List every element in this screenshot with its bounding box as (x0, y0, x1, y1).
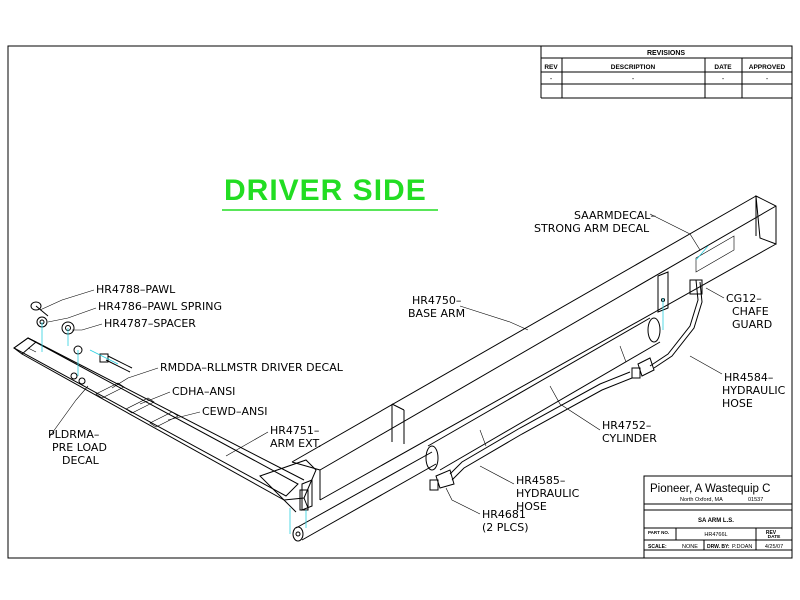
callout-hose-a-part: HR4584– (724, 371, 773, 384)
callout-cewd: CEWD–ANSI (202, 405, 267, 418)
callout-chafe-part: CG12– (726, 292, 762, 305)
rev-cell: - (550, 76, 553, 83)
approved-cell: - (766, 76, 769, 83)
hydraulic-hose-upper (631, 279, 703, 379)
date-header: DATE (714, 64, 732, 71)
description-header: DESCRIPTION (611, 64, 656, 71)
company-address: North Oxford, MA (680, 497, 723, 503)
drawing-date: 4/25/07 (765, 544, 783, 550)
callout-cdha: CDHA–ANSI (172, 385, 235, 398)
rev-label: REV (766, 530, 777, 536)
part-no-label: PART NO. (648, 530, 669, 535)
callout-chafe-guard: GUARD (732, 318, 772, 331)
drawn-by: P.DOAN (732, 544, 752, 550)
scale-label: SCALE: (648, 544, 667, 550)
callout-pawl-spring: HR4786–PAWL SPRING (98, 300, 222, 313)
view-title: DRIVER SIDE (224, 174, 427, 207)
part-number: HR4766L (704, 532, 727, 538)
callout-spacer: HR4787–SPACER (104, 317, 196, 330)
scale-value: NONE (682, 544, 698, 550)
arm-extension (13, 337, 305, 501)
callout-pawl: HR4788–PAWL (96, 283, 176, 296)
callout-cylinder-part: HR4752– (602, 419, 651, 432)
callout-cylinder-name: CYLINDER (602, 432, 657, 445)
company-name: Pioneer, A Wastequip C (650, 483, 770, 495)
date-cell: - (722, 76, 725, 83)
rev-header: REV (544, 64, 558, 71)
callout-base-arm-name: BASE ARM (408, 307, 465, 320)
callouts: HR4788–PAWL HR4786–PAWL SPRING HR4787–SP… (48, 209, 786, 534)
hydraulic-hose-lower (429, 371, 633, 491)
drawn-by-label: DRW. BY: (707, 544, 730, 550)
company-zip: 01537 (748, 497, 763, 503)
drawing-title: SA ARM L.S. (698, 518, 734, 524)
callout-preload-decal: DECAL (62, 454, 100, 467)
callout-fitting-part: HR4681 (482, 508, 526, 521)
callout-fitting-qty: (2 PLCS) (482, 521, 529, 534)
hydraulic-cylinder (292, 317, 661, 542)
callout-arm-ext-part: HR4751– (270, 424, 319, 437)
callout-strong-decal-part: SAARMDECAL– (574, 209, 656, 222)
callout-driver-decal: RMDDA–RLLMSTR DRIVER DECAL (160, 361, 344, 374)
mounting-brackets (301, 271, 669, 511)
callout-hose-b-part: HR4585– (516, 474, 565, 487)
approved-header: APPROVED (749, 64, 786, 71)
revisions-title: REVISIONS (647, 50, 685, 57)
revisions-block: REVISIONS REV DESCRIPTION DATE APPROVED … (540, 46, 792, 99)
callout-preload-name: PRE LOAD (52, 441, 107, 454)
corner-block (259, 459, 317, 513)
date-label: DATE (768, 534, 782, 540)
title-block: Pioneer, A Wastequip C North Oxford, MA … (643, 475, 793, 559)
leader-lines (39, 213, 725, 515)
base-arm (291, 195, 777, 501)
callout-chafe-name: CHAFE (732, 305, 769, 318)
callout-hose-a-hose: HOSE (722, 397, 753, 410)
description-cell: - (632, 76, 635, 83)
center-lines (41, 245, 709, 534)
drawing-border (7, 45, 793, 559)
callout-arm-ext-name: ARM EXT. (270, 437, 321, 450)
callout-strong-decal-name: STRONG ARM DECAL (534, 222, 650, 235)
callout-hose-b-name: HYDRAULIC (516, 487, 580, 500)
callout-hose-a-name: HYDRAULIC (722, 384, 786, 397)
callout-hose-b-hose: HOSE (516, 500, 547, 513)
callout-preload-part: PLDRMA– (48, 428, 99, 441)
callout-base-arm-part: HR4750– (412, 294, 461, 307)
